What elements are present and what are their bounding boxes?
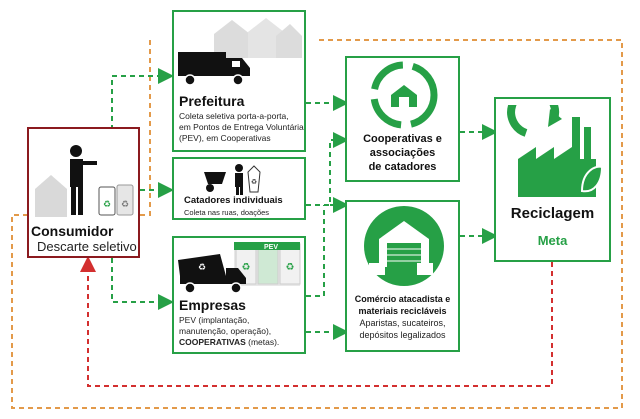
prefeitura-box: Prefeitura Coleta seletiva porta-a-porta… bbox=[172, 10, 306, 152]
comercio-line-2: depósitos legalizados bbox=[359, 330, 446, 340]
warehouse-icon bbox=[364, 206, 444, 286]
comercio-line-1: Aparistas, sucateiros, bbox=[359, 318, 446, 328]
leaf-icon bbox=[580, 165, 604, 193]
prefeitura-line-3: (PEV), em Cooperativas bbox=[179, 133, 271, 143]
empresas-bin-label: PEV bbox=[264, 244, 278, 251]
reciclagem-title: Reciclagem bbox=[510, 205, 595, 222]
comercio-title-2: materiais recicláveis bbox=[358, 306, 447, 316]
consumidor-box: ♻ ♻ Consumidor Descarte seletivo bbox=[27, 127, 140, 258]
comercio-title-1: Comércio atacadista e bbox=[354, 294, 451, 304]
svg-text:♻: ♻ bbox=[103, 199, 111, 209]
cooperativas-line-3: de catadores bbox=[368, 161, 437, 173]
cooperativas-box: Cooperativas e associações de catadores bbox=[345, 56, 460, 182]
svg-text:♻: ♻ bbox=[121, 199, 129, 209]
consumidor-subtitle: Descarte seletivo bbox=[37, 239, 137, 254]
empresas-box: PEV ♻ ♻ ♻ Empresas PEV (implantação, man… bbox=[172, 236, 306, 354]
prefeitura-title: Prefeitura bbox=[179, 93, 245, 109]
svg-text:♻: ♻ bbox=[198, 262, 206, 272]
empresas-line-3: COOPERATIVAS (metas). bbox=[179, 337, 279, 347]
orange-dashed-frame bbox=[11, 39, 623, 409]
dump-truck-icon: ♻ bbox=[178, 254, 246, 294]
reciclagem-box: Reciclagem Meta bbox=[494, 97, 611, 262]
consumidor-title: Consumidor bbox=[31, 223, 114, 239]
empresas-line-3-text: (metas). bbox=[248, 337, 280, 347]
arrow-reciclagem-consumidor bbox=[80, 256, 553, 387]
prefeitura-line-1: Coleta seletiva porta-a-porta, bbox=[179, 111, 289, 121]
comercio-box: Comércio atacadista e materiais recicláv… bbox=[345, 200, 460, 352]
arrow-consumidor-empresas bbox=[111, 258, 174, 310]
catadores-subtitle: Coleta nas ruas, doações bbox=[184, 208, 270, 217]
catadores-box: ♻ Catadores individuais Coleta nas ruas,… bbox=[172, 157, 306, 220]
svg-text:♻: ♻ bbox=[286, 262, 295, 273]
recycle-warehouse-icon bbox=[370, 61, 438, 129]
cooperativas-line-1: Cooperativas e bbox=[363, 133, 442, 145]
empresas-title: Empresas bbox=[179, 297, 246, 313]
cooperativas-line-2: associações bbox=[369, 147, 436, 159]
reciclagem-meta: Meta bbox=[537, 233, 568, 248]
arrow-catadores-right bbox=[306, 132, 349, 206]
trash-person-icon: ♻ ♻ bbox=[35, 145, 134, 217]
prefeitura-line-2: em Pontos de Entrega Voluntária bbox=[179, 122, 304, 132]
truck-icon bbox=[178, 52, 250, 86]
svg-text:♻: ♻ bbox=[242, 262, 251, 273]
empresas-bold-word: COOPERATIVAS bbox=[179, 337, 246, 347]
arrow-empresas-up bbox=[306, 205, 325, 297]
catadores-title: Catadores individuais bbox=[184, 195, 283, 206]
empresas-line-2: manutenção, operação), bbox=[179, 326, 272, 336]
houses-icon bbox=[214, 18, 302, 58]
empresas-line-1: PEV (implantação, bbox=[179, 315, 250, 325]
arrow-consumidor-prefeitura bbox=[111, 68, 174, 130]
factory-recycle-icon bbox=[507, 105, 604, 197]
cart-icon: ♻ bbox=[204, 164, 261, 195]
svg-text:♻: ♻ bbox=[251, 179, 257, 186]
